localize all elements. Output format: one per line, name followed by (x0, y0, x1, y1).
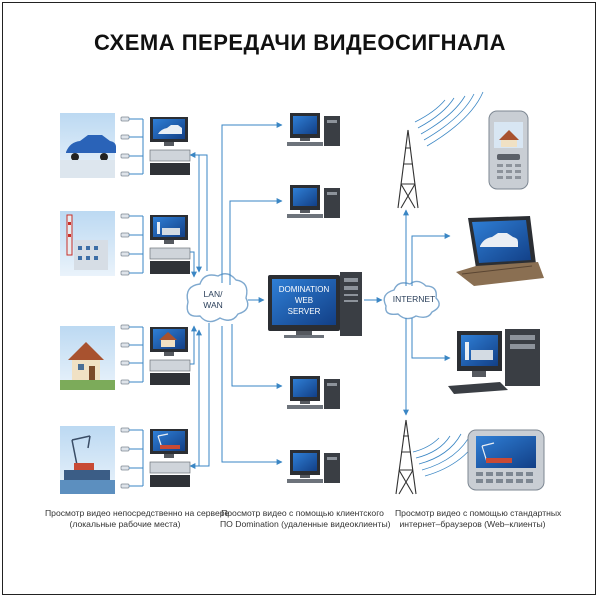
caption-local-line2: (локальные рабочие места) (69, 519, 181, 529)
remote-client-2 (287, 185, 340, 218)
camera-site-1 (60, 113, 116, 178)
local-workstation-3 (149, 327, 191, 385)
lan-wan-label-2: WAN (203, 300, 223, 310)
server-label-1: DOMINATION (279, 285, 330, 294)
domination-web-server: DOMINATION WEB SERVER (268, 272, 362, 338)
page-title: СХЕМА ПЕРЕДАЧИ ВИДЕОСИГНАЛА (93, 30, 507, 55)
radio-tower-top (397, 91, 484, 209)
caption-remote-line2: ПО Domination (удаленные видеоклиенты) (220, 519, 391, 529)
laptop (456, 216, 544, 286)
local-workstation-1 (149, 117, 191, 175)
internet-to-web-clients-lines (403, 209, 451, 416)
lan-to-clients-lines (221, 122, 283, 465)
caption-web: Просмотр видео с помощью стандартных инт… (395, 508, 562, 530)
camera-link-lines (129, 118, 144, 487)
camera-site-4 (60, 426, 115, 494)
local-workstation-4 (149, 429, 191, 487)
local-workstation-2 (149, 215, 191, 274)
server-label-2: WEB (295, 296, 313, 305)
caption-local-line1: Просмотр видео непосредственно на сервер… (45, 508, 230, 518)
server-label-3: SERVER (288, 307, 321, 316)
remote-client-3 (287, 376, 340, 409)
caption-remote-line1: Просмотр видео с помощью клиентского (221, 508, 384, 518)
remote-client-4 (287, 450, 340, 483)
internet-label: INTERNET (393, 294, 436, 304)
camera-site-2 (60, 211, 115, 276)
camera-site-3 (60, 326, 115, 390)
lan-wan-label-1: LAN/ (204, 289, 224, 299)
desktop-web-client (448, 329, 540, 394)
caption-web-line1: Просмотр видео с помощью стандартных (395, 508, 562, 518)
caption-local: Просмотр видео непосредственно на сервер… (45, 508, 230, 530)
internet-cloud: INTERNET (383, 280, 440, 320)
camera-links (120, 116, 130, 489)
remote-client-1 (287, 113, 340, 146)
caption-remote: Просмотр видео с помощью клиентского ПО … (220, 508, 391, 530)
radio-tower-bottom (395, 419, 484, 495)
pda-device (467, 429, 545, 491)
caption-web-line2: интернет–браузеров (Web–клиенты) (399, 519, 546, 529)
recorder-to-lan-lines (189, 152, 210, 469)
lan-wan-cloud: LAN/ WAN (186, 273, 249, 323)
mobile-phone (488, 110, 529, 190)
